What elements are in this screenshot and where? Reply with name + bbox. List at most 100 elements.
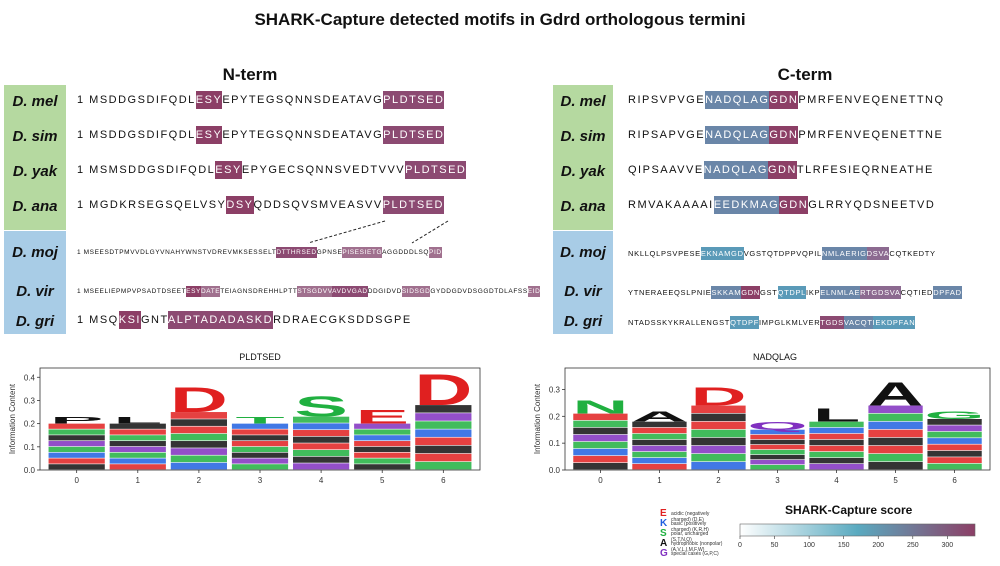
- sequence-segment: 1 MSEESDTPMVVDLGYVNAHYWNSTVDREVMKSESSELT: [77, 249, 277, 256]
- logo-stack-band: [354, 458, 411, 464]
- logo-stack-band: [109, 423, 166, 429]
- motif-highlight: PID: [429, 247, 442, 258]
- sequence-segment: 1 MSQ: [77, 314, 119, 326]
- logo-stack-band: [750, 429, 805, 435]
- motif-highlight: ESY: [195, 91, 223, 109]
- logo-stack-band: [415, 453, 472, 462]
- legend-letter: K: [660, 518, 668, 529]
- sequence-segment: GYDDGDVDSGGDTDLAFSS: [430, 288, 528, 295]
- nterm-species-label: D. sim: [12, 128, 58, 145]
- y-tick-label: 0.2: [24, 420, 36, 429]
- logo-stack-band: [48, 458, 105, 464]
- logo-stack-band: [927, 444, 982, 451]
- colorbar-tick-label: 150: [838, 542, 850, 549]
- nterm-group-blue: [4, 231, 66, 334]
- cterm-species-label: D. moj: [560, 244, 606, 261]
- motif-highlight: ELNMLAE: [820, 286, 861, 299]
- logo-stack-band: [293, 436, 350, 443]
- sequence-segment: QIPSAAVVE: [628, 164, 704, 176]
- logo-stack-band: [691, 445, 746, 454]
- sequence-segment: 1 MSMSDDGSDIFQDL: [77, 164, 216, 176]
- x-tick-label: 0: [598, 476, 603, 485]
- logo-stack-band: [750, 464, 805, 470]
- logo-stack-band: [632, 427, 687, 434]
- motif-highlight: DSY: [226, 196, 254, 214]
- logo-stack-band: [170, 455, 227, 463]
- logo-stack-band: [293, 416, 350, 423]
- logo-stack-band: [868, 429, 923, 438]
- cterm-sequence: RIPSVPVGENADQLAGGDNPMRFENVEQENETTNQ: [628, 91, 945, 109]
- colorbar-title: SHARK-Capture score: [785, 503, 913, 517]
- motif-highlight: NADQLAG: [705, 91, 770, 109]
- logo-stack-band: [170, 412, 227, 419]
- sequence-segment: IMPGLKMLVER: [759, 318, 821, 327]
- x-tick-label: 6: [952, 476, 957, 485]
- sequence-segment: AGGDDDLSQ: [382, 249, 430, 256]
- logo-stack-band: [691, 413, 746, 422]
- sequence-segment: CQTKEDTY: [889, 249, 936, 258]
- x-tick-label: 5: [380, 476, 385, 485]
- logo-stack-band: [293, 443, 350, 450]
- cterm-species-label: D. sim: [560, 128, 606, 145]
- logo-top-letter: S: [294, 390, 348, 422]
- logo-stack-band: [927, 431, 982, 438]
- cterm-heading: C-term: [777, 65, 833, 84]
- sequence-segment: RIPSVPVGE: [628, 94, 706, 106]
- y-tick-label: 0.1: [549, 439, 561, 448]
- motif-highlight: QTDPF: [730, 316, 759, 329]
- logo-stack-band: [293, 423, 350, 430]
- motif-highlight: STSGDVV: [297, 286, 333, 297]
- colorbar-tick-label: 100: [803, 542, 815, 549]
- legend-letter: E: [660, 508, 667, 519]
- sequence-segment: IKP: [806, 288, 821, 297]
- legend-letter: A: [660, 538, 668, 549]
- logo-stack-band: [691, 405, 746, 414]
- logo-stack-band: [691, 421, 746, 430]
- cterm-species-label: D. mel: [560, 93, 606, 110]
- logo-top-letter: Q: [747, 420, 807, 432]
- legend-letter: G: [660, 548, 668, 559]
- cterm-sequence: QIPSAAVVENADQLAGGDNTLRFESIEQRNEATHE: [628, 161, 934, 179]
- legend-description: special cases (G,P,C): [671, 551, 719, 557]
- y-tick-label: 0.3: [24, 396, 36, 405]
- logo-stack-band: [750, 449, 805, 455]
- logo-stack-band: [809, 451, 864, 458]
- colorbar-tick-label: 300: [942, 542, 954, 549]
- nterm-group-green: [4, 85, 66, 230]
- y-tick-label: 0.0: [549, 466, 561, 475]
- x-tick-label: 5: [893, 476, 898, 485]
- logo-stack-band: [231, 435, 289, 441]
- logo-stack-band: [48, 464, 105, 470]
- logo-stack-band: [231, 458, 289, 464]
- logo-stack-band: [809, 463, 864, 470]
- logo-stack-band: [48, 452, 105, 458]
- logo-stack-band: [868, 437, 923, 446]
- motif-highlight: IEKDPFAN: [872, 316, 916, 329]
- logo-stack-band: [231, 446, 289, 453]
- logo-stack-band: [231, 441, 289, 447]
- motif-highlight: SIDSGD: [401, 286, 431, 297]
- logo-top-letter: L: [113, 415, 162, 426]
- logo-stack-band: [868, 405, 923, 414]
- logo-stack-band: [573, 427, 628, 435]
- logo-stack-band: [809, 421, 864, 428]
- sequence-segment: RMVAKAAAAI: [628, 199, 714, 211]
- sequence-segment: CQTIED: [900, 288, 934, 297]
- motif-highlight: VACQT: [843, 316, 873, 329]
- x-tick-label: 6: [441, 476, 446, 485]
- motif-highlight: DTTHRSED: [276, 247, 317, 258]
- logo-stack-band: [750, 439, 805, 445]
- sequence-segment: PMRFENVEQENETTNQ: [798, 94, 945, 106]
- logo-stack-band: [632, 445, 687, 452]
- logo-stack-band: [632, 421, 687, 428]
- logo-stack-band: [231, 464, 289, 470]
- cterm-sequence: YTNERAEEQSLPNIESKKAMGDNGSTQTDPLIKPELNMLA…: [628, 286, 962, 299]
- logo-stack-band: [868, 461, 923, 470]
- sequence-segment: RIPSAPVGE: [628, 129, 706, 141]
- cterm-species-label: D. vir: [564, 283, 602, 300]
- nterm-sequence: 1 MSDDGSDIFQDLESYEPYTEGSQNNSDEATAVGPLDTS…: [77, 126, 445, 144]
- logo-stack-band: [231, 429, 289, 435]
- logo-stack-band: [809, 427, 864, 434]
